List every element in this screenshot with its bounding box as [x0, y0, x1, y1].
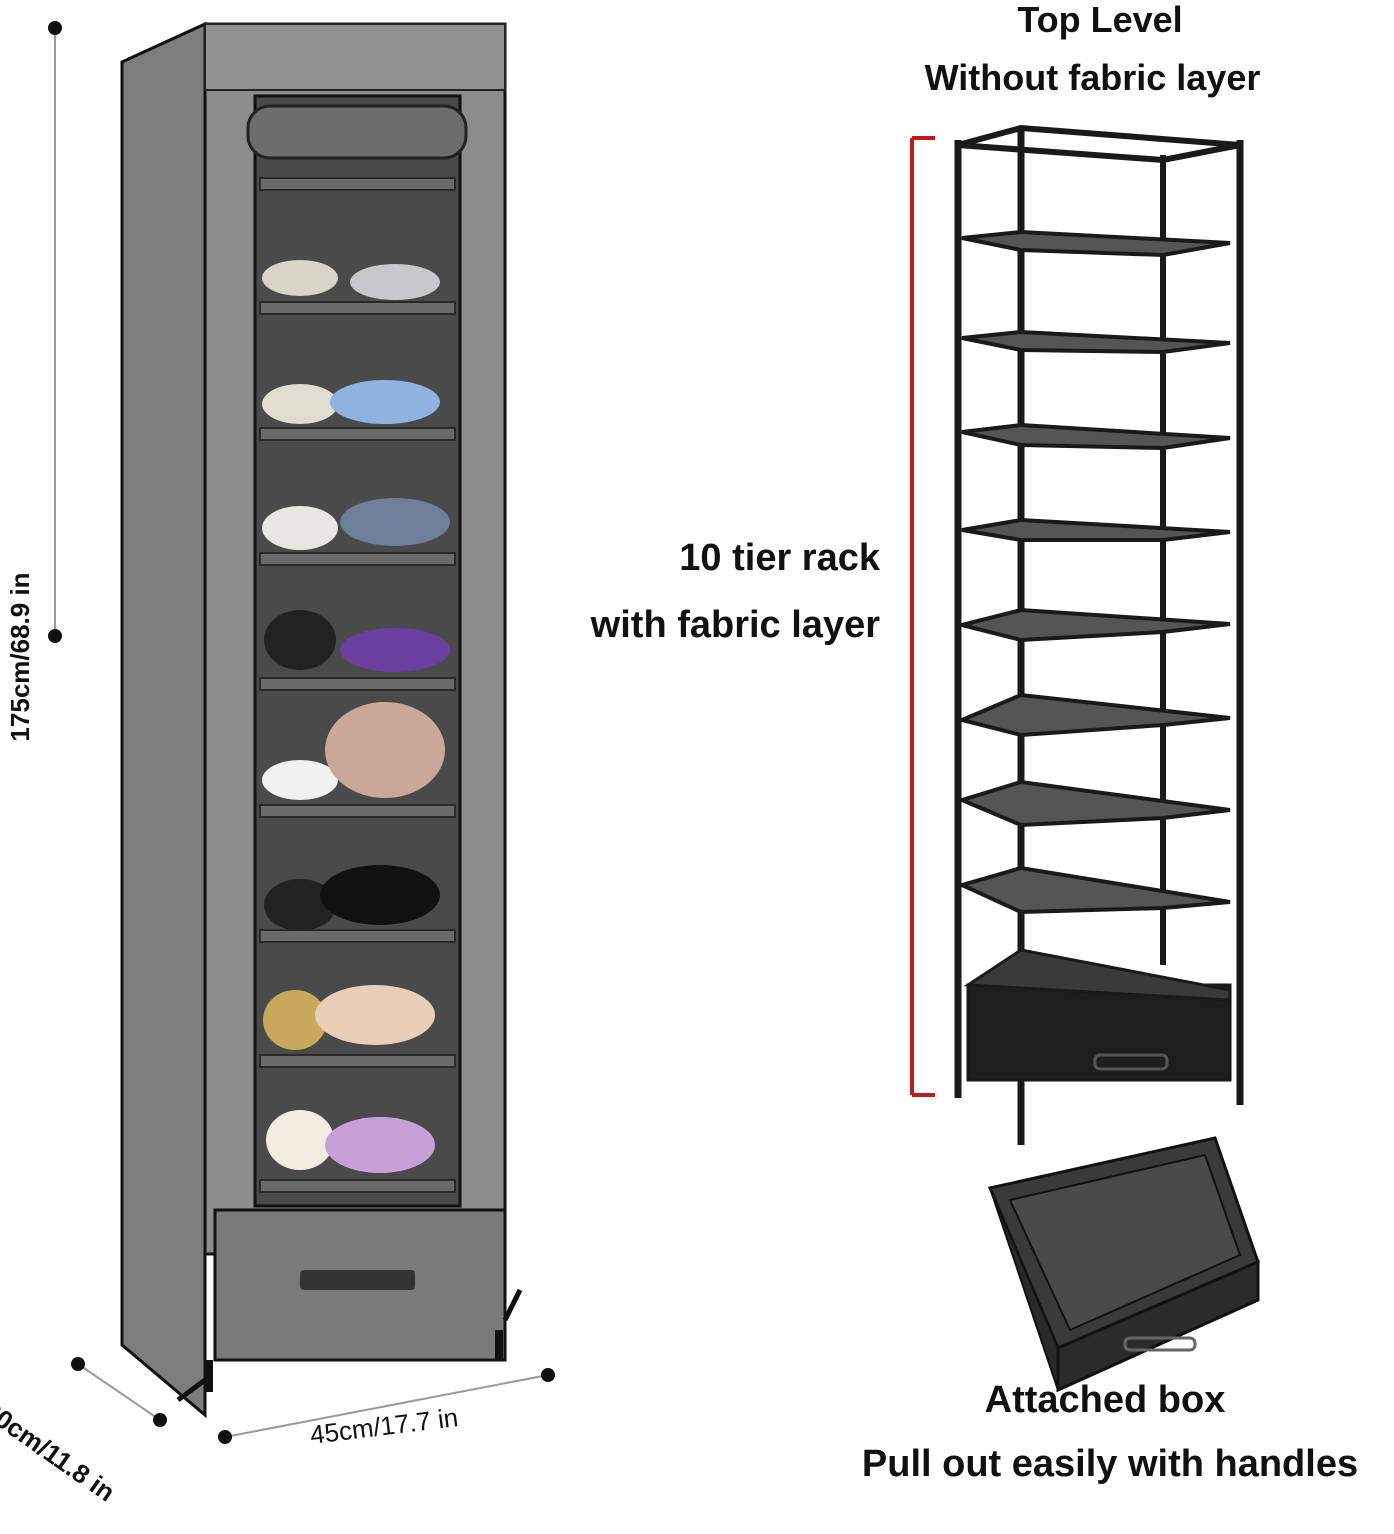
rack-title: 10 tier rack [679, 537, 880, 579]
covered-rack-shelves [259, 177, 456, 1193]
box-subtitle: Pull out easily with handles [861, 1443, 1359, 1485]
product-illustration [48, 21, 1260, 1444]
height-bracket [910, 136, 935, 1097]
bare-frame-rack [954, 124, 1244, 1145]
covered-shoe-rack [120, 21, 523, 1419]
frame-rack-shelves [955, 229, 1231, 915]
height-dimension-label: 175cm/68.9 in [5, 572, 35, 742]
box-title: Attached box [984, 1379, 1226, 1421]
shoe-shapes [262, 260, 450, 1173]
top-level-subtitle: Without fabric layer [924, 57, 1261, 98]
height-dimension-line [48, 21, 62, 643]
depth-dimension-line [71, 1357, 167, 1427]
attached-box-illustration [987, 1136, 1260, 1393]
rack-subtitle: with fabric layer [590, 604, 880, 646]
top-level-title: Top Level [1017, 0, 1183, 40]
width-dimension-line [218, 1368, 555, 1444]
